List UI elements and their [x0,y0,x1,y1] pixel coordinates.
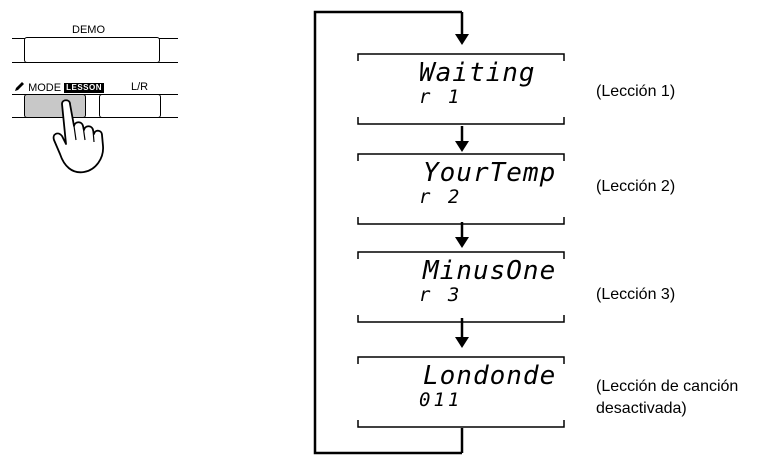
lcd-screen-3: MinusOne r 3 [357,251,565,323]
lcd-frame [357,153,565,225]
lcd-frame [357,251,565,323]
arrow-1-to-2-head [455,141,469,152]
lcd-line-1: Waiting [419,58,536,88]
lcd-line-1: Londonde [423,361,557,391]
panel-divider-bottom [12,117,178,118]
lesson-caption-2: (Lección 2) [596,178,676,195]
lesson-caption-1: (Lección 1) [596,83,676,100]
lesson-badge: LESSON [64,83,105,93]
lcd-screen-2: YourTemp r 2 [357,153,565,225]
demo-label: DEMO [72,24,105,36]
lcd-screen-1: Waiting r 1 [357,53,565,125]
lcd-line-1: MinusOne [423,256,557,286]
lcd-frame [357,356,565,428]
mode-lesson-label: MODE LESSON [14,81,105,94]
pressing-hand-icon [52,99,104,174]
lesson-caption-3: (Lección 3) [596,286,676,303]
lesson-caption-4: (Lección de canción desactivada) [596,378,739,417]
lcd-line-2: r 2 [419,186,463,208]
lcd-screen-4: Londonde 011 [357,356,565,428]
pencil-icon [15,82,24,91]
lcd-line-2: 011 [419,389,463,411]
lcd-line-1: YourTemp [423,158,557,188]
arrow-into-screen-1-head [455,34,469,45]
lr-label: L/R [131,81,149,93]
lcd-line-2: r 1 [419,86,463,108]
lcd-line-2: r 3 [419,284,463,306]
arrow-3-to-4-head [455,337,469,348]
control-panel: DEMO MODE LESSON L/R [0,0,180,180]
demo-button[interactable] [24,37,160,63]
mode-lesson-button[interactable] [24,94,86,118]
panel-divider-lower [12,94,178,95]
lcd-frame [357,53,565,125]
lr-button[interactable] [99,94,161,118]
mode-label: MODE [28,82,62,94]
panel-divider-middle [12,62,178,63]
arrow-2-to-3-head [455,237,469,248]
loop-line [313,10,462,455]
